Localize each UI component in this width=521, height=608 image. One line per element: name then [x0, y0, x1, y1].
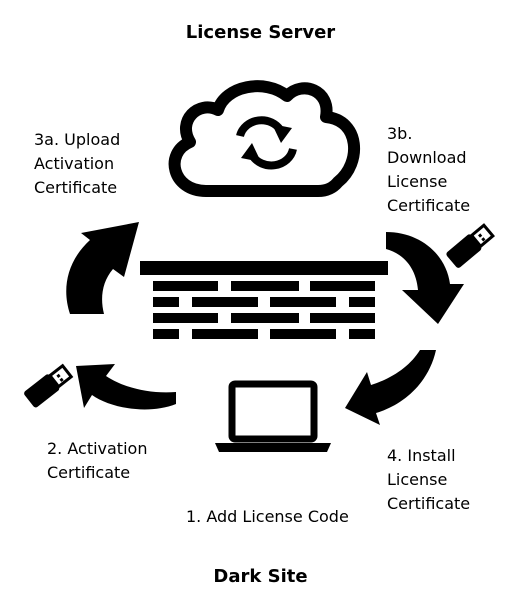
arrow-2-activation — [76, 364, 176, 410]
step-3a-label: 3a. Upload Activation Certificate — [34, 128, 120, 200]
cloud-sync-icon — [168, 80, 361, 197]
step-4-line-1: 4. Install — [387, 446, 456, 465]
step-2-line-1: 2. Activation — [47, 439, 148, 458]
arrow-3b-download — [386, 232, 464, 324]
sync-arrows-icon — [236, 116, 297, 170]
arrow-4-install — [345, 350, 436, 425]
usb-drive-icon-right — [446, 223, 495, 268]
step-3b-line-2: Download — [387, 148, 467, 167]
usb-drive-icon-left — [24, 363, 74, 408]
step-4-line-3: Certificate — [387, 494, 471, 513]
step-3a-line-2: Activation — [34, 154, 115, 173]
step-3b-label: 3b. Download License Certificate — [387, 122, 470, 218]
step-1-label: 1. Add License Code — [186, 505, 349, 529]
step-4-line-2: License — [387, 470, 448, 489]
step-1-line-1: 1. Add License Code — [186, 507, 349, 526]
laptop-icon — [215, 380, 331, 452]
step-2-line-2: Certificate — [47, 463, 131, 482]
arrow-3a-upload — [66, 222, 139, 314]
cloud-outline — [168, 80, 361, 197]
step-2-label: 2. Activation Certificate — [47, 437, 147, 485]
step-3a-line-1: 3a. Upload — [34, 130, 121, 149]
firewall-icon — [140, 261, 388, 339]
step-3b-line-3: License — [387, 172, 448, 191]
dark-site-title: Dark Site — [213, 566, 308, 587]
step-4-label: 4. Install License Certificate — [387, 444, 470, 516]
step-3b-line-1: 3b. — [387, 124, 413, 143]
step-3b-line-4: Certificate — [387, 196, 471, 215]
step-3a-line-3: Certificate — [34, 178, 118, 197]
license-server-title: License Server — [185, 22, 336, 43]
